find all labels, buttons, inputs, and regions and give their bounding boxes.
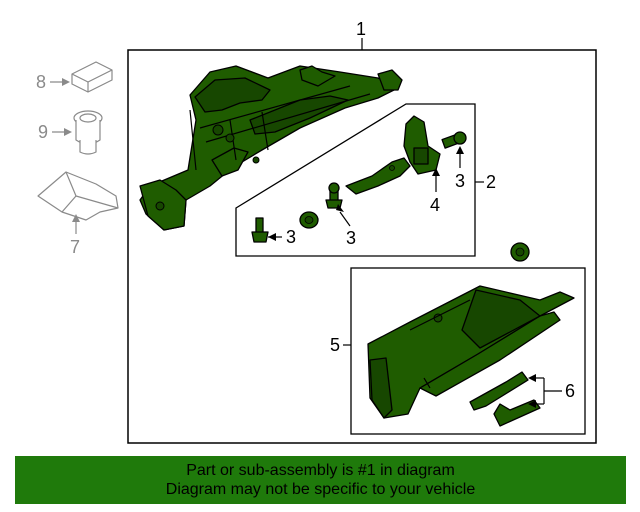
arrow-3-middle <box>336 204 344 212</box>
instrument-panel-carrier <box>139 65 403 231</box>
callout-leader-3-middle <box>339 211 351 227</box>
arrow-6-lower <box>528 400 536 408</box>
part-7-panel <box>37 171 119 221</box>
glove-box-bracket <box>345 157 411 195</box>
callout-5: 5 <box>330 335 340 355</box>
banner-line-2: Diagram may not be specific to your vehi… <box>165 481 476 498</box>
screw-3-left <box>251 217 269 243</box>
parts-diagram: 1 2 5 4 3 <box>36 19 597 444</box>
callout-6: 6 <box>565 381 575 401</box>
arrow-3-left <box>268 233 276 241</box>
part-8-module <box>71 61 113 93</box>
part-6-strips <box>469 371 541 427</box>
arrow-6-upper <box>528 374 536 382</box>
callout-4: 4 <box>430 195 440 215</box>
arrow-7 <box>72 214 80 222</box>
arrow-8 <box>62 78 70 86</box>
callout-3-left: 3 <box>286 227 296 247</box>
part-4-actuator <box>403 115 441 175</box>
callout-3-upper: 3 <box>455 171 465 191</box>
arrow-4 <box>432 168 440 176</box>
callout-8: 8 <box>36 72 46 92</box>
banner-line-1: Part or sub-assembly is #1 in diagram <box>186 462 455 479</box>
callout-9: 9 <box>38 122 48 142</box>
clip-nut-box2 <box>299 211 319 229</box>
subassembly-5-frame <box>350 267 586 435</box>
callout-1: 1 <box>356 19 366 39</box>
glove-box-compartment <box>367 285 575 419</box>
arrow-9 <box>64 128 72 136</box>
clip-nut-loose <box>510 242 530 262</box>
screw-3-upper <box>441 131 467 149</box>
callout-2: 2 <box>486 172 496 192</box>
callout-3-middle: 3 <box>346 228 356 248</box>
arrow-3-upper <box>456 146 464 154</box>
callout-7: 7 <box>70 237 80 257</box>
info-banner: Part or sub-assembly is #1 in diagram Di… <box>15 456 626 504</box>
part-9-socket <box>73 110 103 155</box>
